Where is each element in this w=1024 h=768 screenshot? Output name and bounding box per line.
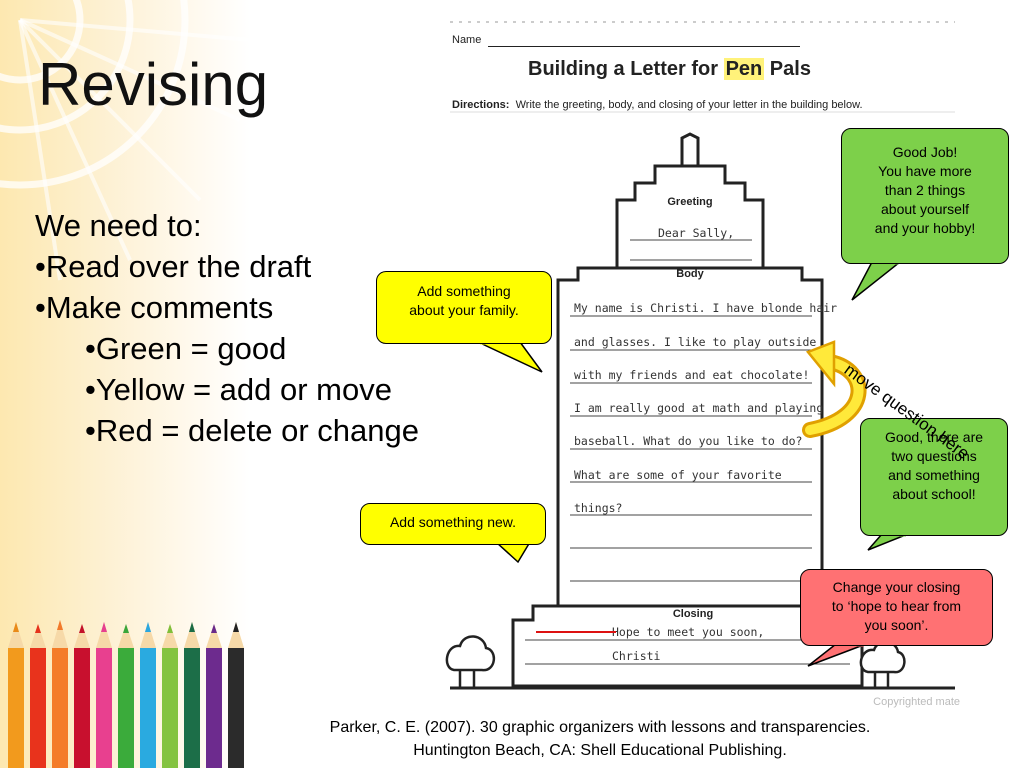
- greeting-label: Greeting: [667, 196, 713, 208]
- citation: Parker, C. E. (2007). 30 graphic organiz…: [250, 716, 950, 762]
- comment-line: than 2 things: [884, 182, 966, 198]
- comment-line: about yourself: [881, 201, 969, 217]
- body-line: baseball. What do you like to do?: [574, 434, 803, 448]
- sunburst-decoration: [0, 0, 251, 281]
- bullet-make-comments: •Make comments: [35, 290, 274, 325]
- comment-line: and your hobby!: [874, 220, 976, 236]
- citation-line-1: Parker, C. E. (2007). 30 graphic organiz…: [329, 719, 871, 736]
- closing-line: Hope to meet you soon,: [612, 625, 765, 639]
- body-line: things?: [574, 501, 623, 515]
- red-strike-mark: [536, 631, 616, 633]
- worksheet-title-highlight: Pen: [723, 58, 765, 80]
- slide-title: Revising: [38, 51, 269, 118]
- bullet-red-delete-change: •Red = delete or change: [85, 413, 420, 448]
- comment-line: you soon’.: [864, 617, 929, 633]
- colored-pencils-image: [8, 620, 244, 768]
- bullet-list: We need to: •Read over the draft •Make c…: [35, 205, 419, 451]
- closing-signature: Christi: [612, 649, 661, 663]
- worksheet-directions: Directions: Write the greeting, body, an…: [452, 99, 863, 111]
- comment-add-new: Add something new.: [360, 503, 546, 545]
- body-line: I am really good at math and playing: [574, 401, 824, 415]
- comment-line: about school!: [892, 486, 976, 502]
- greeting-text: Dear Sally,: [658, 226, 735, 240]
- name-line: [488, 46, 800, 47]
- worksheet-title-prefix: Building a Letter for: [528, 58, 724, 80]
- bullet-yellow-add-move: •Yellow = add or move: [85, 372, 392, 407]
- worksheet-title-suffix: Pals: [764, 58, 811, 80]
- closing-label: Closing: [672, 608, 714, 620]
- comment-line: Add something: [417, 283, 511, 299]
- directions-label: Directions:: [452, 99, 510, 111]
- comment-line: Good Job!: [892, 144, 958, 160]
- body-label: Body: [676, 268, 704, 280]
- comment-line: Add something new.: [389, 514, 517, 530]
- comment-line: about your family.: [409, 302, 519, 318]
- comment-add-family: Add something about your family.: [376, 271, 552, 344]
- comment-line: to ‘hope to hear from: [831, 598, 962, 614]
- body-line: My name is Christi. I have blonde hair: [574, 301, 838, 315]
- comment-line: two questions: [891, 448, 977, 464]
- comment-good-questions: Good, there are two questions and someth…: [860, 418, 1008, 536]
- copyright-watermark: Copyrighted mate: [873, 696, 960, 708]
- comment-line: Good, there are: [884, 429, 984, 445]
- bullet-intro: We need to:: [35, 208, 202, 243]
- body-line: with my friends and eat chocolate!: [574, 368, 810, 382]
- body-line: and glasses. I like to play outside: [574, 335, 817, 349]
- worksheet-name-label: Name: [452, 34, 482, 46]
- comment-good-job: Good Job! You have more than 2 things ab…: [841, 128, 1009, 264]
- comment-line: and something: [888, 467, 980, 483]
- bullet-read-draft: •Read over the draft: [35, 249, 312, 284]
- comment-line: You have more: [878, 163, 972, 179]
- body-line: What are some of your favorite: [574, 468, 782, 482]
- citation-line-2: Huntington Beach, CA: Shell Educational …: [413, 742, 787, 759]
- worksheet-title: Building a Letter for Pen Pals: [528, 58, 811, 81]
- comment-line: Change your closing: [832, 579, 961, 595]
- comment-change-closing: Change your closing to ‘hope to hear fro…: [800, 569, 993, 646]
- building-outline: [445, 21, 955, 690]
- directions-text: Write the greeting, body, and closing of…: [515, 99, 863, 111]
- bullet-green-good: •Green = good: [85, 331, 287, 366]
